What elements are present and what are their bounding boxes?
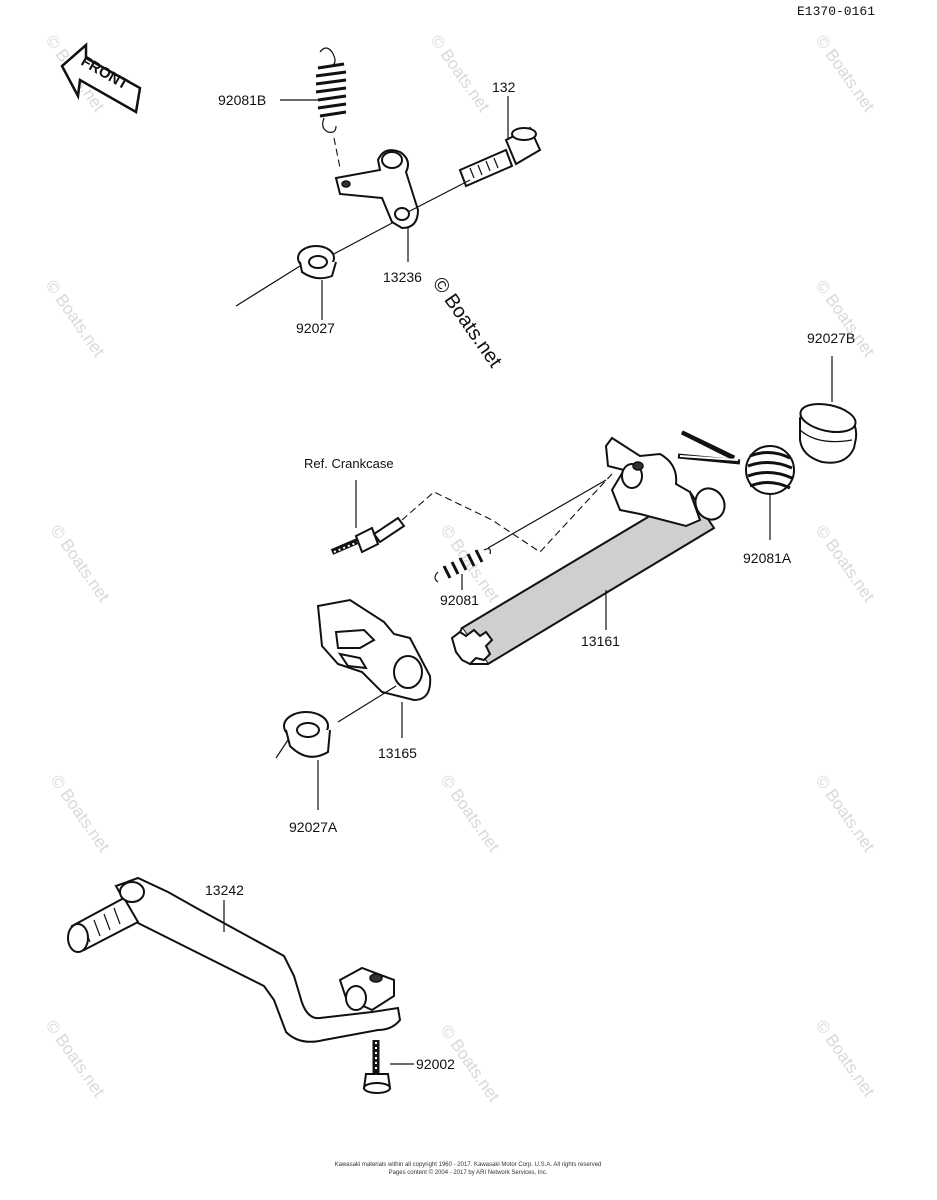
plate-13165: [316, 598, 432, 702]
watermark: © Boats.net: [812, 521, 879, 605]
watermark: © Boats.net: [427, 31, 494, 115]
label-92081a: 92081A: [743, 550, 792, 566]
label-ref-crankcase: Ref. Crankcase: [304, 456, 394, 471]
label-132: 132: [492, 79, 516, 95]
label-13242: 13242: [205, 882, 244, 898]
bracket-13236: [334, 149, 420, 230]
label-92027: 92027: [296, 320, 335, 336]
crankcase-bolt: [330, 516, 406, 555]
label-92027b: 92027B: [807, 330, 855, 346]
watermark: © Boats.net: [47, 521, 114, 605]
watermark: © Boats.net: [812, 276, 879, 360]
watermark: © Boats.net: [42, 1016, 109, 1100]
pedal-13242: [67, 876, 402, 1043]
diagram-id: E1370-0161: [797, 4, 875, 19]
footer-copyright: Kawasaki materials within all copyright …: [335, 1162, 602, 1168]
watermark: © Boats.net: [812, 771, 879, 855]
label-92081b: 92081B: [218, 92, 266, 108]
label-13161: 13161: [581, 633, 620, 649]
front-arrow-icon: FRONT: [60, 42, 142, 114]
collar-92027: [297, 245, 337, 280]
watermark: © Boats.net: [42, 276, 109, 360]
watermark: © Boats.net: [47, 771, 114, 855]
label-92027a: 92027A: [289, 819, 338, 835]
footer-credit: Pages content © 2004 - 2017 by ARI Netwo…: [389, 1169, 548, 1176]
collar-92027a: [283, 711, 331, 758]
watermark: © Boats.net: [812, 1016, 879, 1100]
label-13236: 13236: [383, 269, 422, 285]
label-92081: 92081: [440, 592, 479, 608]
collar-92027b: [799, 403, 858, 464]
shaft-13161: [450, 436, 726, 666]
spring-92081b: [315, 47, 347, 169]
label-92002: 92002: [416, 1056, 455, 1072]
watermark: © Boats.net: [812, 31, 879, 115]
bolt-92002: [362, 1040, 392, 1094]
spring-92081a: [677, 427, 795, 495]
watermark-center: © Boats.net: [428, 273, 506, 372]
watermark-group: © Boats.net © Boats.net © Boats.net © Bo…: [42, 31, 879, 1105]
spring-92081: [434, 479, 607, 583]
label-13165: 13165: [378, 745, 417, 761]
watermark: © Boats.net: [437, 771, 504, 855]
bolt-132: [458, 126, 542, 188]
